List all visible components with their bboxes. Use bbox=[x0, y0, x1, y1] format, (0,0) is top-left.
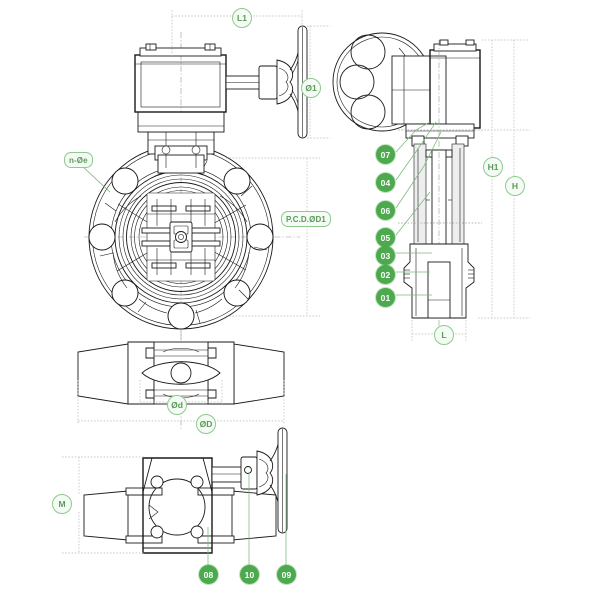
plan-view-geometry bbox=[77, 330, 285, 430]
front-view-dimension-lines bbox=[81, 10, 330, 317]
bottom-view-geometry bbox=[83, 427, 288, 554]
part-callout-01: 01 bbox=[376, 288, 395, 307]
part-callout-10: 10 bbox=[240, 565, 259, 584]
gearbox-housing bbox=[134, 43, 227, 113]
dimension-label-d_small: Ød bbox=[167, 395, 187, 415]
bottom-view-dimension-lines bbox=[62, 456, 287, 565]
dimension-label-h1: H1 bbox=[483, 157, 503, 177]
dimension-label-d_big: ØD bbox=[196, 414, 216, 434]
valve-neck bbox=[137, 111, 225, 174]
disc-detail bbox=[138, 192, 224, 282]
dimension-label-pcd: P.C.D.ØD1 bbox=[281, 211, 331, 227]
part-callout-02: 02 bbox=[376, 265, 395, 284]
dimension-label-l: L bbox=[434, 325, 454, 345]
dimension-label-l1: L1 bbox=[232, 8, 252, 28]
part-callout-06: 06 bbox=[376, 201, 395, 220]
dimension-label-m: M bbox=[52, 494, 72, 514]
part-callout-09: 09 bbox=[277, 565, 296, 584]
part-callout-04: 04 bbox=[376, 173, 395, 192]
part-callout-05: 05 bbox=[376, 228, 395, 247]
front-view-geometry bbox=[84, 25, 308, 345]
part-callout-08: 08 bbox=[199, 565, 218, 584]
dimension-label-n_oe: n-Øe bbox=[64, 152, 93, 168]
plan-view-dimension-lines bbox=[77, 380, 285, 424]
section-view-geometry bbox=[332, 32, 482, 330]
dimension-label-d1sym: Ø1 bbox=[301, 78, 321, 98]
section-view-dimension-lines bbox=[395, 39, 530, 342]
dimension-label-h: H bbox=[505, 176, 525, 196]
handwheel-front bbox=[225, 25, 308, 139]
part-callout-03: 03 bbox=[376, 246, 395, 265]
part-callout-07: 07 bbox=[376, 145, 395, 164]
